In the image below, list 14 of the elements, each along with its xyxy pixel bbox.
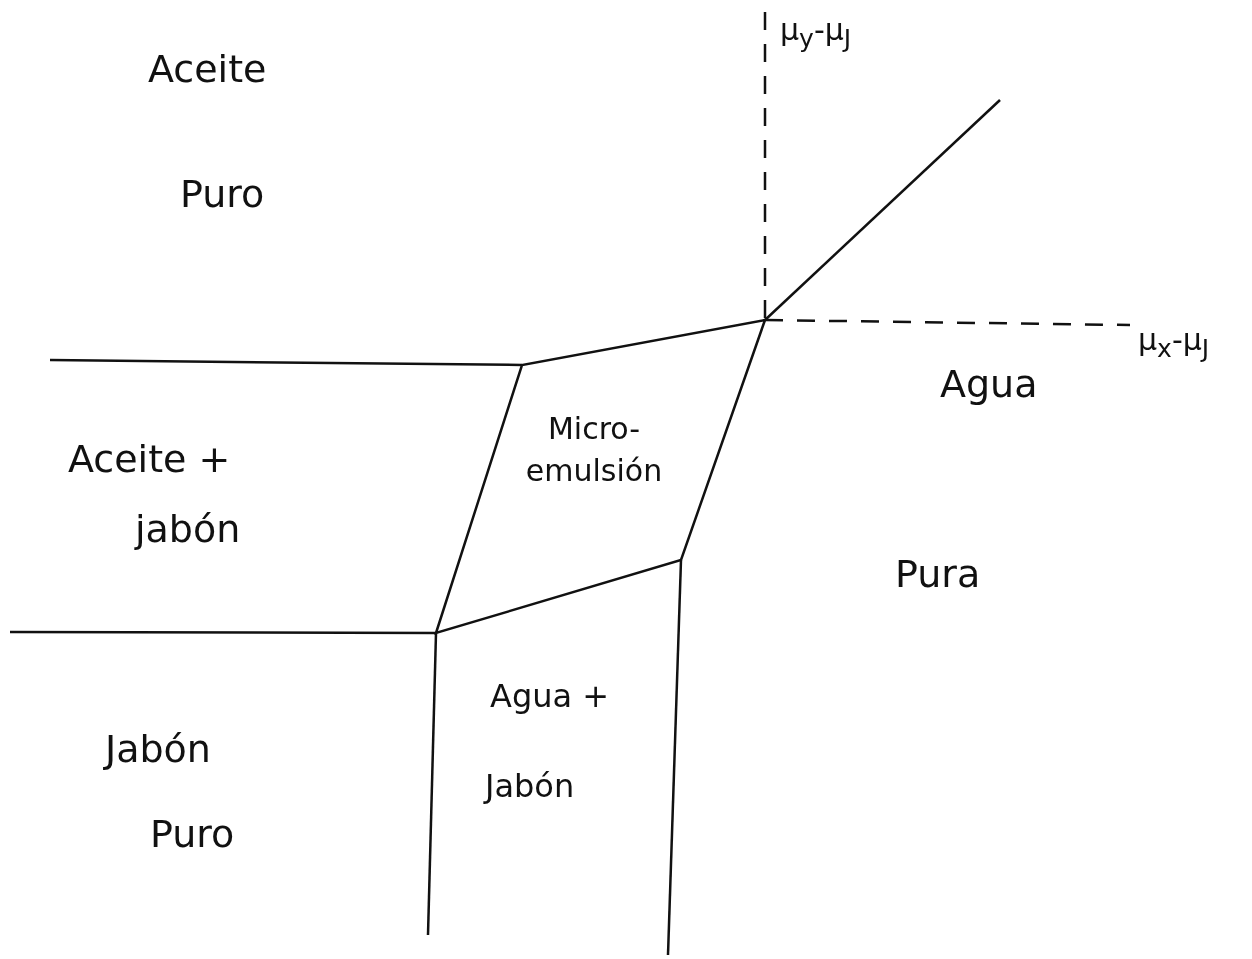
- region-label: Puro: [150, 815, 235, 853]
- region-label: Agua +: [490, 680, 610, 712]
- axis-label: μ$_{x}$-μ$_{J}$: [1138, 325, 1210, 361]
- region-label: Aceite: [148, 50, 267, 88]
- region-label: Micro- emulsión: [524, 410, 664, 490]
- axis-label: μ$_{y}$-μ$_{J}$: [780, 15, 852, 51]
- region-label: Agua: [940, 365, 1038, 403]
- region-label: Jabón: [485, 770, 575, 802]
- region-label: Jabón: [105, 730, 211, 768]
- region-quadrilateral: [434, 318, 768, 636]
- region-label: Puro: [180, 175, 265, 213]
- region-label: Pura: [895, 555, 981, 593]
- region-label: Aceite +: [68, 440, 231, 478]
- region-label: jabón: [135, 510, 241, 548]
